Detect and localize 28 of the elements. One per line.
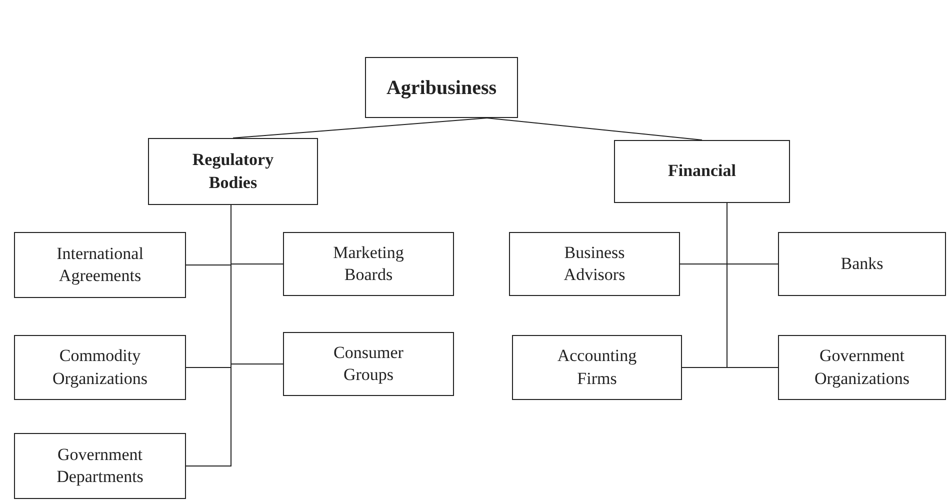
node-label: Banks [840,252,884,275]
org-box [512,335,682,400]
org-box [283,332,454,396]
connector-line [186,204,232,466]
node-label: Government Organizations [813,345,911,390]
node-label: Financial [668,160,736,182]
node-label: International Agreements [56,242,144,287]
node-label: Consumer Groups [332,342,404,386]
org-box [14,232,186,298]
org-box [778,335,946,400]
node-label: Marketing Boards [332,242,405,286]
connector-line [486,118,702,140]
node-label: Government Departments [56,444,144,488]
org-box [614,140,790,203]
connector-line [726,202,778,368]
org-box [14,335,186,400]
node-label: Agribusiness [386,76,497,100]
org-box [509,232,680,296]
node-label: Commodity Organizations [51,345,149,390]
node-label: Regulatory Bodies [191,149,275,194]
org-box [148,138,318,205]
org-box [365,57,518,118]
node-label: Business Advisors [562,242,626,286]
node-label: Accounting Firms [556,345,638,390]
connector-line [232,118,488,138]
org-box [14,433,186,499]
org-box [283,232,454,296]
org-box [778,232,946,296]
